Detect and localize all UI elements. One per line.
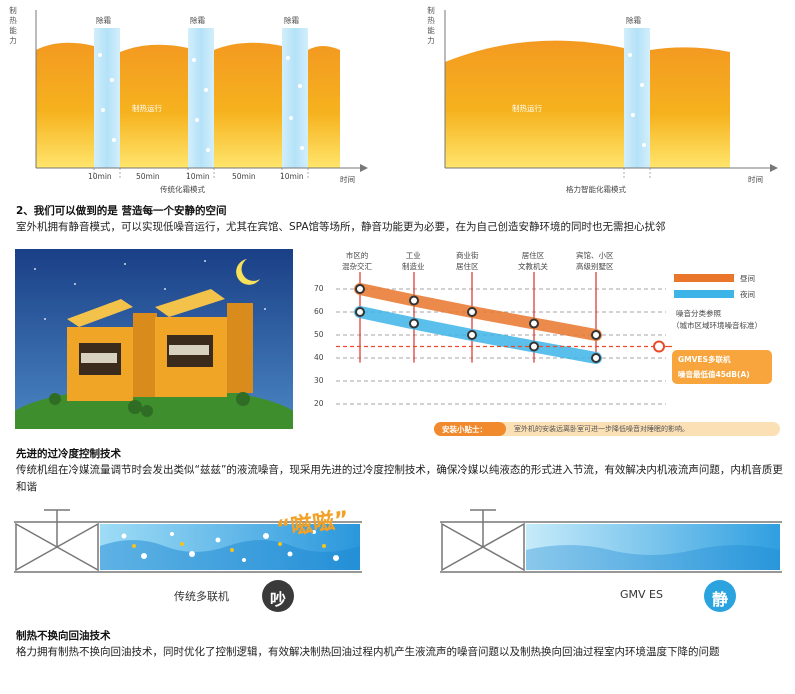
quiet-badge-text: 静 — [712, 590, 729, 609]
y-tick: 40 — [314, 353, 324, 362]
time-tick: 50min — [232, 172, 256, 181]
pipe-traditional: “嗞嗞” 传统多联机 吵 — [14, 506, 370, 616]
heating-block — [214, 42, 282, 168]
category-label: 工业 制造业 — [402, 251, 425, 271]
category-label: 宾馆、小区 高级别墅区 — [576, 251, 614, 271]
y-tick: 20 — [314, 399, 324, 408]
night-point — [409, 318, 419, 329]
day-point — [409, 295, 419, 306]
night-point — [355, 307, 365, 317]
time-tick: 50min — [136, 172, 160, 181]
chart-caption: 格力智能化霜模式 — [566, 185, 626, 194]
noisy-badge-text: 吵 — [270, 590, 287, 609]
day-point — [591, 330, 601, 340]
defrost-label: 除霜 — [626, 16, 641, 25]
legend-night-label: 夜间 — [740, 290, 755, 299]
valve-icon — [15, 522, 99, 572]
install-tip-label-pill — [434, 422, 506, 436]
callout-line: GMVES多联机 — [678, 355, 731, 364]
y-tick: 30 — [314, 376, 324, 385]
defrost-column — [94, 28, 120, 168]
heating-block — [120, 44, 188, 168]
defrost-chart-traditional-graphic — [35, 10, 368, 178]
day-point — [467, 307, 477, 317]
defrost-column — [282, 28, 308, 168]
y-axis-label: 制热能力 — [9, 6, 17, 45]
defrost-chart-gree-graphic — [444, 10, 778, 178]
defrost-chart-gree: 制热能力 除霜 制热运行 时间 格力智能化霜模式 — [400, 0, 795, 200]
pipe-label-traditional: 传统多联机 — [174, 590, 229, 603]
quiet-badge-icon — [704, 580, 736, 612]
heating-label: 制热运行 — [132, 104, 162, 113]
time-tick: 10min — [186, 172, 210, 181]
heating-block — [650, 47, 730, 168]
valve-icon — [441, 522, 525, 572]
section-title: 2、我们可以做到的是 营造每一个安静的空间 — [16, 205, 227, 217]
noise-chart-graphic — [336, 272, 672, 405]
reference-marker — [653, 340, 665, 353]
pipe-label-gmv: GMV ES — [620, 588, 663, 601]
flow-body — [526, 524, 780, 570]
defrost-column — [188, 28, 214, 168]
y-tick: 50 — [314, 330, 324, 339]
gmves-callout: GMVES多联机 噪音最低值45dB(A) — [672, 350, 772, 384]
subsection-body: 格力拥有制热不换向回油技术，同时优化了控制逻辑，有效解决制热回油过程内机产生液流… — [16, 646, 720, 658]
category-label: 市区的 混杂交汇 — [342, 251, 372, 271]
category-label: 商业街 居住区 — [456, 251, 479, 271]
pipe-gmv-es: GMV ES 静 — [440, 506, 790, 616]
defrost-column — [624, 28, 650, 168]
legend-note: 噪音分类参照 — [676, 309, 721, 318]
defrost-label: 除霜 — [190, 16, 205, 25]
noise-chart: 市区的 混杂交汇 工业 制造业 商业街 居住区 居住区 文教机关 宾馆、小区 高… — [310, 246, 790, 442]
y-tick: 60 — [314, 307, 324, 316]
subsection-title: 制热不换向回油技术 — [16, 630, 111, 642]
install-tip-label: 安装小贴士： — [442, 425, 487, 434]
day-point — [529, 318, 539, 329]
moon-icon — [236, 259, 260, 285]
section-body: 室外机拥有静音模式，可以实现低噪音运行，尤其在宾馆、SPA馆等场所，静音功能更为… — [16, 221, 666, 233]
subsection-title: 先进的过冷度控制技术 — [16, 448, 121, 460]
time-tick: 10min — [280, 172, 304, 181]
time-axis-label: 时间 — [748, 175, 763, 184]
category-label: 居住区 文教机关 — [518, 251, 548, 271]
install-tip-bar — [434, 422, 780, 436]
defrost-label: 除霜 — [284, 16, 299, 25]
legend-note: （城市区域环境噪音标准） — [672, 321, 762, 330]
y-axis-label: 制热能力 — [427, 6, 435, 45]
y-tick: 70 — [314, 284, 324, 293]
night-point — [467, 330, 477, 340]
night-house-illustration — [15, 249, 293, 429]
legend-night-swatch — [674, 290, 734, 298]
heating-block — [36, 42, 94, 168]
legend-day-swatch — [674, 274, 734, 282]
time-axis-label: 时间 — [340, 175, 355, 184]
noisy-badge-icon — [262, 580, 294, 612]
subsection-body: 传统机组在冷媒流量调节时会发出类似“兹兹”的液流噪音，现采用先进的过冷度控制技术… — [16, 464, 783, 493]
defrost-chart-traditional: 制热能力 — [0, 0, 380, 200]
legend-day-label: 昼间 — [740, 274, 755, 283]
install-tip-text: 室外机的安装远离卧室可进一步降低噪音对睡眠的影响。 — [514, 425, 689, 433]
callout-line: 噪音最低值45dB(A) — [678, 370, 750, 379]
heating-block — [308, 46, 340, 168]
night-point — [591, 353, 601, 363]
chart-caption: 传统化霜模式 — [160, 185, 205, 194]
heating-label: 制热运行 — [512, 104, 542, 113]
day-point — [355, 284, 365, 294]
night-point — [529, 341, 539, 352]
time-tick: 10min — [88, 172, 112, 181]
defrost-label: 除霜 — [96, 16, 111, 25]
heating-block — [445, 40, 624, 169]
